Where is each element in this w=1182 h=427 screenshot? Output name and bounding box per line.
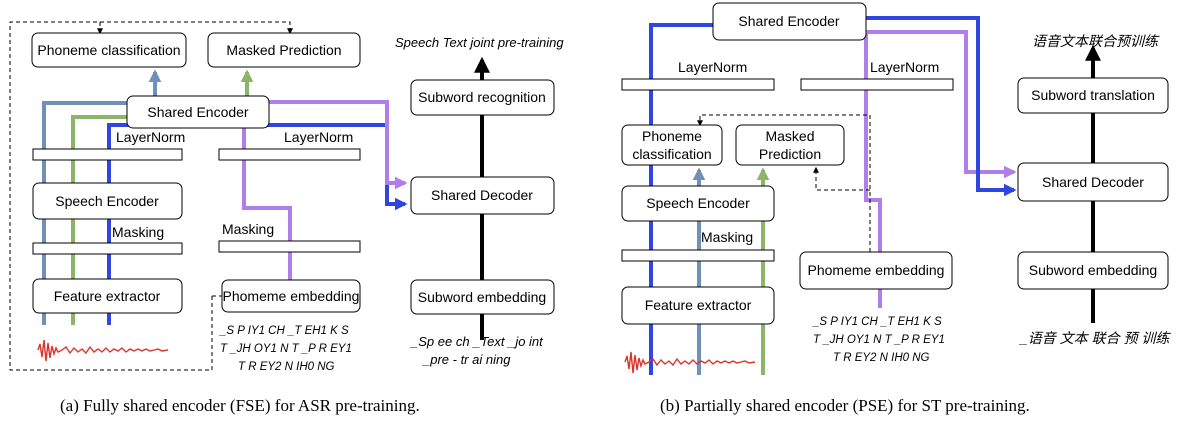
fse-shared-decoder-label: Shared Decoder [431, 187, 533, 203]
fse-layernorm-left-bar [32, 148, 183, 161]
fse-audio-waveform [37, 339, 169, 362]
panel-pse: Shared Encoder LayerNorm LayerNorm Phone… [621, 2, 1171, 415]
fse-subword-token-line-2: _pre - tr ai ning [421, 352, 511, 367]
fse-subword-token-line-1: _Sp ee ch _Text _jo int [409, 334, 544, 349]
pse-masked-prediction-label-2: Prediction [759, 146, 821, 162]
fse-masking-right-label: Masking [222, 221, 274, 237]
pse-phoneme-token-line-1: _S P IY1 CH _T EH1 K S [812, 316, 942, 328]
fse-layernorm-right-label: LayerNorm [284, 129, 353, 145]
fse-speech-encoder-box [32, 182, 183, 220]
panel-fse: Phoneme classification Masked Prediction… [9, 21, 564, 415]
fse-subword-recognition-box [410, 79, 555, 116]
pse-layernorm-left-bar [621, 78, 775, 91]
fse-masked-prediction-box [207, 32, 361, 68]
fse-phoneme-token-line-3: T R EY2 N IH0 NG [238, 361, 335, 373]
pse-speech-encoder-label: Speech Encoder [646, 195, 750, 211]
fse-caption: (a) Fully shared encoder (FSE) for ASR p… [60, 396, 420, 415]
fse-speech-encoder-label: Speech Encoder [55, 193, 159, 209]
pse-dashed-up [697, 114, 871, 252]
fse-feature-extractor-box [32, 278, 183, 314]
pse-feature-extractor-label: Feature extractor [645, 297, 752, 313]
fse-masked-prediction-label: Masked Prediction [226, 42, 341, 58]
fse-phoneme-embedding-label: Phomeme embedding [223, 288, 360, 304]
fse-phoneme-token-line-1: _S P IY1 CH _T EH1 K S [219, 325, 349, 337]
pse-blue-flow-right [866, 16, 1017, 197]
pse-subword-embedding-box [1017, 251, 1169, 290]
fse-subword-embedding-label: Subword embedding [418, 289, 546, 305]
fse-layernorm-right-bar [218, 148, 361, 161]
pse-phoneme-classification-box [621, 124, 723, 166]
fse-masking-right-bar [218, 240, 361, 253]
pse-layernorm-right-bar [800, 78, 954, 91]
pse-caption: (b) Partially shared encoder (PSE) for S… [660, 396, 1030, 415]
pse-shared-encoder-box [712, 2, 867, 41]
pse-feature-extractor-box [621, 286, 775, 325]
fse-subword-recognition-label: Subword recognition [418, 89, 546, 105]
pse-phoneme-classification-label-1: Phoneme [642, 128, 702, 144]
pse-dashed-masked [813, 166, 870, 191]
fse-phoneme-classification-box [31, 32, 187, 68]
pse-masking-label: Masking [701, 229, 753, 245]
fse-layernorm-left-label: LayerNorm [116, 129, 185, 145]
pse-audio-waveform [624, 351, 756, 374]
fse-phoneme-classification-label: Phoneme classification [37, 42, 180, 58]
pse-shared-decoder-box [1017, 162, 1169, 202]
pse-phoneme-classification-label-2: classification [632, 146, 711, 162]
pse-speech-encoder-box [621, 185, 775, 222]
pse-shared-decoder-label: Shared Decoder [1042, 174, 1144, 190]
pse-subword-translation-box [1017, 77, 1169, 114]
fse-dashed-loop [9, 21, 293, 371]
pse-shared-encoder-label: Shared Encoder [738, 13, 840, 29]
pse-phoneme-token-line-2: T _JH OY1 N T _P R EY1 [813, 334, 945, 346]
fse-phoneme-token-line-2: T _JH OY1 N T _P R EY1 [220, 343, 352, 355]
fse-feature-extractor-label: Feature extractor [54, 288, 161, 304]
pse-layernorm-right-label: LayerNorm [870, 59, 939, 75]
fse-top-title: Speech Text joint pre-training [395, 35, 564, 50]
pse-phoneme-embedding-label: Phomeme embedding [808, 262, 945, 278]
pse-subword-token-line-1: _语音 文本 联合 预 训练 [1018, 330, 1171, 346]
pse-subword-translation-label: Subword translation [1031, 87, 1155, 103]
fse-masking-left-bar [32, 242, 183, 255]
pse-layernorm-left-label: LayerNorm [678, 59, 747, 75]
pse-subword-embedding-label: Subword embedding [1029, 262, 1157, 278]
fse-phoneme-embedding-box [221, 279, 361, 313]
pse-phoneme-token-line-3: T R EY2 N IH0 NG [833, 352, 930, 364]
fse-shared-encoder-label: Shared Encoder [147, 104, 249, 120]
fse-subword-embedding-box [410, 279, 555, 315]
pse-masked-prediction-box [735, 124, 845, 166]
pse-masked-prediction-label-1: Masked [765, 128, 814, 144]
pse-masking-bar [621, 249, 775, 262]
fse-masking-left-label: Masking [112, 224, 164, 240]
pse-top-title: 语音文本联合预训练 [1032, 33, 1160, 49]
fse-shared-encoder-box [126, 95, 270, 129]
pse-phoneme-embedding-box [799, 251, 953, 290]
fse-shared-decoder-box [410, 176, 555, 215]
